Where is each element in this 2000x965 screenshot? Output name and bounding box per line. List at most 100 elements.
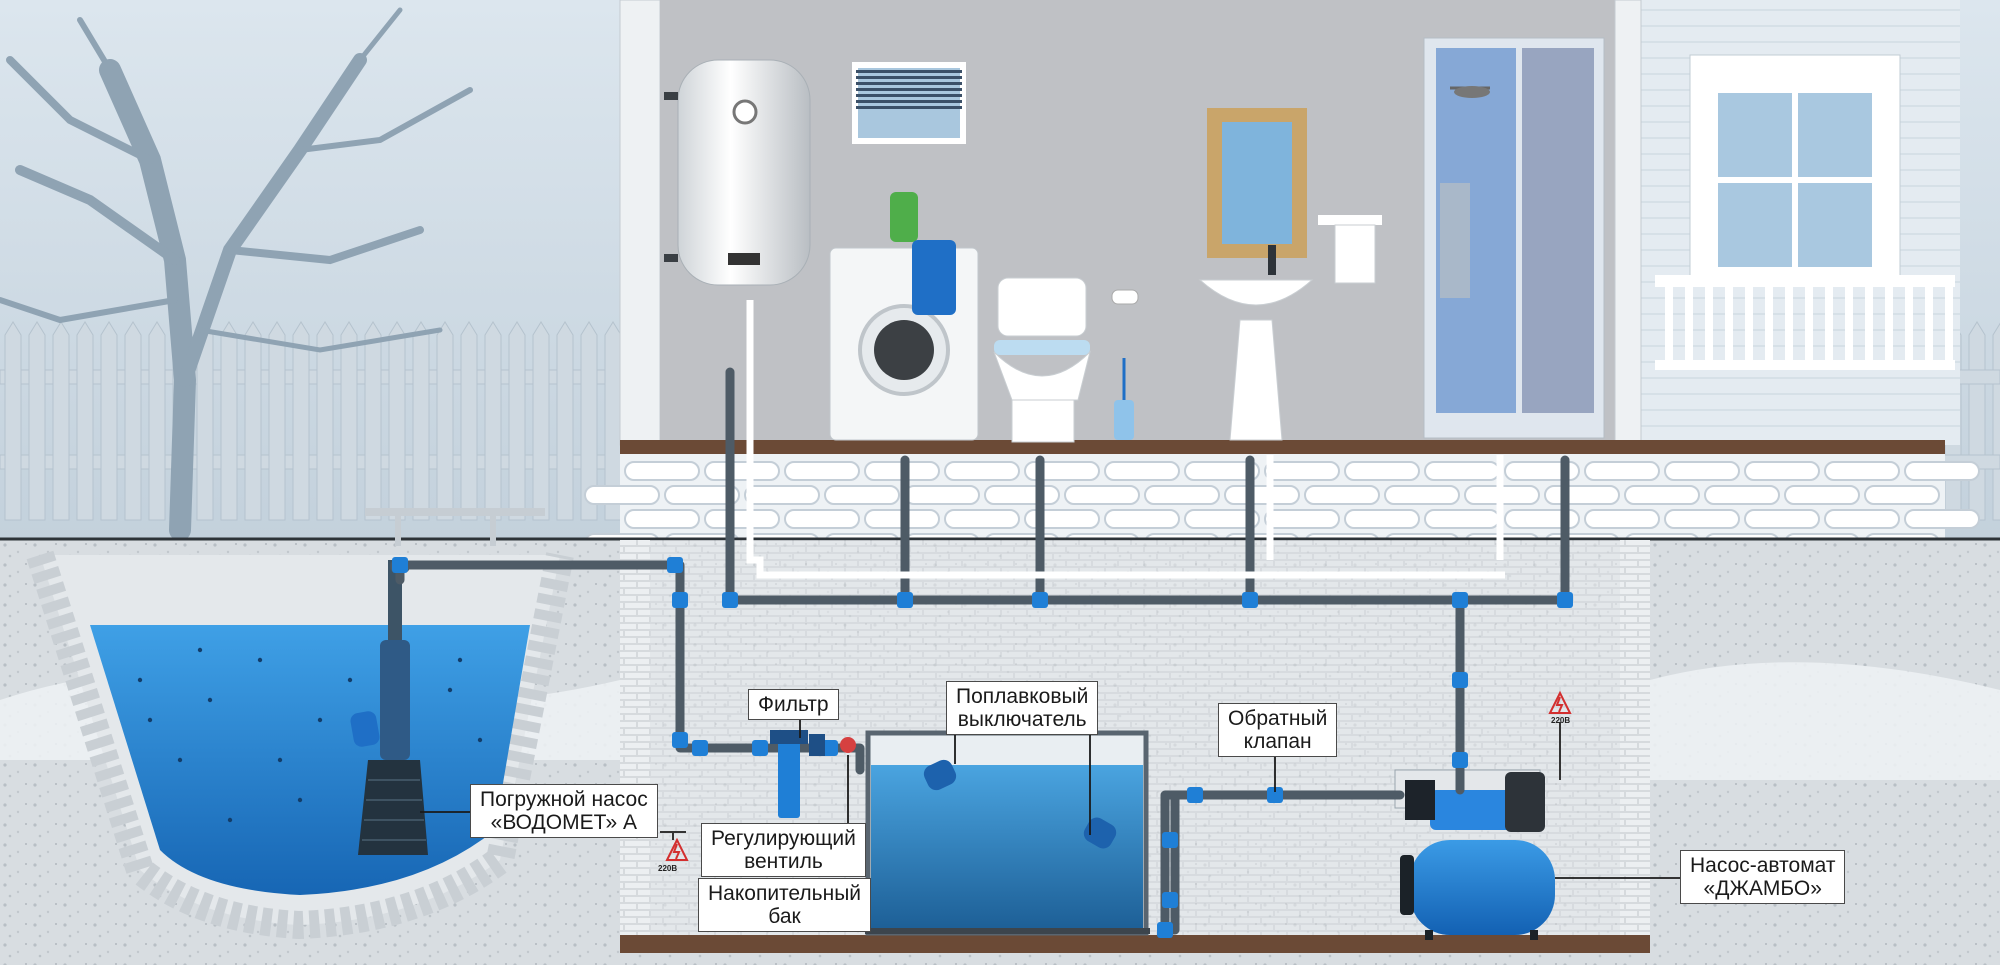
foundation-stone [944,461,1020,481]
fence-picket [508,321,526,521]
float-switch-label-line-1: Поплавковый [956,685,1089,708]
water-speck [457,657,463,663]
foundation-stone [744,485,820,505]
fence-picket [4,321,22,521]
fence-picket [1992,322,2000,521]
water-speck [207,697,213,703]
foundation-stone [1704,485,1780,505]
pipe-fitting [897,592,913,608]
fence-picket [316,321,334,521]
foundation-stone [1544,485,1620,505]
fence-picket [148,321,166,521]
foundation-stone [1824,461,1900,481]
regulating-valve-label-line-1: Регулирующий [711,827,856,850]
hot-water-pipes [746,300,1505,579]
voltage-label: 220В [1551,716,1571,725]
foundation-stone [1424,509,1500,529]
regulating-valve-label-line-2: вентиль [744,850,823,873]
house-floor-beam [620,440,1945,454]
foundation-stone [1384,485,1460,505]
water-speck [147,717,153,723]
pipe-fitting [1187,787,1203,803]
fence-picket [244,321,262,521]
foundation-stone [1864,485,1940,505]
pipe-fitting [672,732,688,748]
foundation-stone [1184,461,1260,481]
pipe-fitting [822,740,838,756]
check-valve-label-line-1: Обратный [1228,707,1328,730]
pipe-fitting [752,740,768,756]
foundation-stone [1664,509,1740,529]
foundation-stone [1304,485,1380,505]
water-speck [177,757,183,763]
water-speck [257,657,263,663]
fence-picket [76,321,94,521]
pipe-fitting [722,592,738,608]
float-switch-label-line-2: выключатель [957,708,1087,731]
foundation-stone [1064,485,1140,505]
blind-slat [856,76,962,79]
porch-baluster [1725,287,1733,362]
foundation-stone [1344,509,1420,529]
neighbor-house [1640,0,1960,445]
pipe-fitting [1242,592,1258,608]
porch-baluster [1825,287,1833,362]
voltage-label: 220В [658,864,678,873]
porch-baluster [1845,287,1853,362]
foundation-stone [944,509,1020,529]
porch-baluster [1765,287,1773,362]
filter [770,730,856,818]
house-right-wall [1614,0,1642,446]
foundation-stone [1624,485,1700,505]
foundation-stone [784,509,860,529]
porch-baluster [1665,287,1673,362]
fence-picket [556,321,574,521]
fence-picket [388,321,406,521]
water-heater-icon [664,59,811,286]
foundation-stone [824,485,900,505]
porch-baluster [1705,287,1713,362]
fence-picket [268,321,286,521]
pipe-fitting [392,557,408,573]
check-valve-label: Обратный клапан [1218,703,1338,757]
foundation-stone [624,461,700,481]
foundation-stone [1744,509,1820,529]
pipe-fitting [692,740,708,756]
foundation-stone [784,461,860,481]
pipe-fitting [1162,892,1178,908]
pipe-fitting [1267,787,1283,803]
pipe-fitting [667,557,683,573]
porch-baluster [1805,287,1813,362]
blind-slat [856,70,962,73]
background-fence [0,321,2000,521]
porch-baluster [1885,287,1893,362]
fence-picket [1968,321,1986,521]
foundation-stone [1584,509,1660,529]
foundation-stone [1744,461,1820,481]
water-speck [347,677,353,683]
water-speck [137,677,143,683]
foundation-stone [584,485,660,505]
foundation-stone [1904,461,1980,481]
fence-picket [436,321,454,521]
foundation-stone [704,461,780,481]
foundation-stone [1104,509,1180,529]
float-switch-label: Поплавковый выключатель [946,681,1099,735]
high-voltage-icon [1548,690,1572,714]
porch-baluster [1905,287,1913,362]
porch-baluster [1685,287,1693,362]
fence-picket [220,321,238,521]
blind-slat [856,82,962,85]
foundation-stone [904,485,980,505]
storage-tank-label-line-1: Накопительный [708,882,862,905]
water-speck [197,647,203,653]
blind-slat [856,88,962,91]
foundation-stone [1184,509,1260,529]
window-blinds-icon [852,62,966,144]
pipe-fitting [1032,592,1048,608]
foundation-stone [1584,461,1660,481]
water-speck [317,717,323,723]
foundation-stone [664,485,740,505]
high-voltage-icon [665,837,689,861]
